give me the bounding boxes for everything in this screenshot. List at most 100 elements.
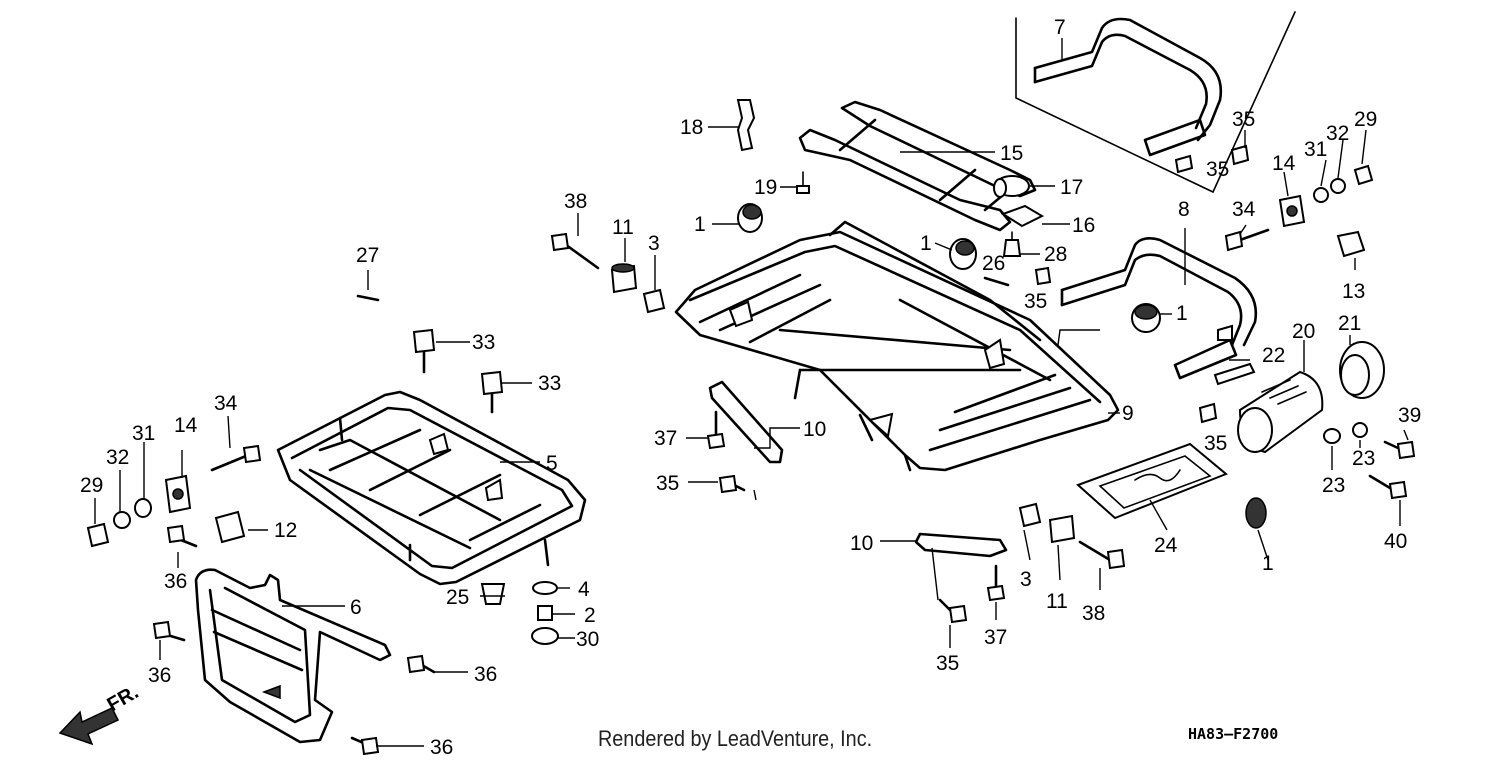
part-21-cap[interactable]: [1339, 341, 1385, 399]
part-35-bolt-mid[interactable]: [1034, 266, 1052, 286]
part-1-rubber-mount-a[interactable]: [737, 203, 763, 233]
part-3-collar-lower[interactable]: [1018, 502, 1042, 528]
callout-1: 1: [694, 213, 706, 236]
part-1-reflector[interactable]: [1245, 497, 1267, 529]
part-33-bolt-a[interactable]: [412, 328, 436, 374]
callout-18: 18: [680, 116, 703, 139]
part-35-bolt-stay[interactable]: [718, 474, 746, 494]
part-24-manual[interactable]: [1076, 442, 1228, 520]
callout-17: 17: [1060, 176, 1083, 199]
callout-32: 32: [106, 446, 129, 469]
callout-38: 38: [564, 190, 587, 213]
part-37-bolt-upper[interactable]: [706, 410, 726, 450]
callout-15: 15: [1000, 142, 1023, 165]
part-26-pin[interactable]: [983, 276, 1010, 287]
callout-8: 8: [1178, 198, 1190, 221]
part-32-washer-right[interactable]: [1330, 178, 1346, 194]
part-13-nut[interactable]: [1336, 230, 1366, 258]
part-16-clamp[interactable]: [1000, 204, 1045, 228]
part-14-clip-left[interactable]: [164, 474, 192, 514]
callout-10: 10: [850, 532, 873, 555]
part-20-holder[interactable]: [1237, 370, 1324, 454]
part-7-rear-extension[interactable]: [1033, 17, 1223, 157]
callout-39: 39: [1398, 404, 1421, 427]
part-10-stay-upper[interactable]: [708, 380, 784, 464]
callout-23: 23: [1352, 447, 1375, 470]
part-12-nut-left[interactable]: [214, 510, 246, 544]
part-29-nut-right[interactable]: [1353, 164, 1374, 186]
callout-38: 38: [1082, 602, 1105, 625]
callout-31: 31: [1304, 138, 1327, 161]
part-39-bolt[interactable]: [1383, 440, 1416, 460]
callout-30: 30: [576, 628, 599, 651]
part-5-front-carrier[interactable]: [276, 390, 587, 586]
part-36-bolt-b[interactable]: [152, 620, 186, 642]
callout-36: 36: [164, 570, 187, 593]
part-22-plate[interactable]: [1213, 362, 1256, 386]
part-34-bolt-right[interactable]: [1224, 228, 1270, 252]
part-28-nut[interactable]: [1002, 231, 1022, 257]
part-11-collar-left[interactable]: [610, 263, 638, 294]
callout-3: 3: [648, 232, 660, 255]
part-10-stay-lower[interactable]: [914, 532, 1008, 558]
part-18-strap-hook[interactable]: [736, 99, 756, 152]
part-33-bolt-b[interactable]: [480, 370, 504, 414]
part-1-rubber-mount-c[interactable]: [1131, 303, 1161, 333]
part-15-rack-bar[interactable]: [798, 100, 1037, 232]
part-34-bolt-left[interactable]: [210, 444, 262, 472]
part-14-clip-right[interactable]: [1278, 194, 1306, 228]
part-35-bolt-right-lower[interactable]: [1198, 402, 1218, 424]
callout-35: 35: [1232, 108, 1255, 131]
part-2-collar[interactable]: [537, 605, 553, 621]
callout-10: 10: [803, 418, 826, 441]
part-31-washer-left[interactable]: [134, 498, 152, 518]
part-8-side-bar[interactable]: [1060, 237, 1258, 380]
callout-1: 1: [920, 232, 932, 255]
callout-9: 9: [1122, 402, 1134, 425]
part-27-pin[interactable]: [356, 294, 380, 302]
part-1-rubber-mount-b[interactable]: [949, 238, 977, 270]
part-32-washer-left[interactable]: [113, 511, 131, 529]
part-23-washer-a[interactable]: [1323, 428, 1341, 444]
part-6-front-guard[interactable]: [194, 568, 392, 744]
part-23-washer-b[interactable]: [1352, 422, 1368, 438]
part-9-rear-carrier[interactable]: [674, 220, 1120, 472]
callout-32: 32: [1326, 122, 1349, 145]
callout-37: 37: [654, 427, 677, 450]
part-3-collar-left[interactable]: [642, 288, 666, 314]
part-31-washer-right[interactable]: [1313, 187, 1329, 203]
callout-26: 26: [982, 252, 1005, 275]
callouts: 7 35 35 18 15 19 17 16 1 1 26 28 35 1 8 …: [80, 16, 1421, 759]
part-35-bolt-inset-b[interactable]: [1230, 144, 1250, 166]
callout-6: 6: [350, 596, 362, 619]
part-35-bolt-lower[interactable]: [938, 598, 968, 624]
callout-36: 36: [474, 663, 497, 686]
callout-21: 21: [1338, 312, 1361, 335]
callout-27: 27: [356, 244, 379, 267]
callout-33: 33: [472, 331, 495, 354]
part-36-bolt-d[interactable]: [350, 736, 380, 756]
part-17-collar[interactable]: [993, 175, 1030, 198]
callout-20: 20: [1292, 320, 1315, 343]
part-35-bolt-inset-a[interactable]: [1174, 154, 1194, 174]
part-36-bolt-c[interactable]: [406, 654, 436, 674]
part-38-bolt-lower[interactable]: [1078, 540, 1126, 570]
part-4-washer[interactable]: [532, 581, 558, 595]
callout-35: 35: [936, 652, 959, 675]
part-25-grommet[interactable]: [480, 583, 506, 605]
callout-16: 16: [1072, 214, 1095, 237]
part-11-collar-lower[interactable]: [1048, 514, 1076, 544]
callout-29: 29: [80, 474, 103, 497]
part-36-bolt-a[interactable]: [166, 524, 198, 548]
callout-34: 34: [1232, 198, 1256, 221]
callout-29: 29: [1354, 108, 1377, 131]
part-19-screw[interactable]: [796, 171, 810, 194]
part-38-bolt-left[interactable]: [550, 232, 600, 270]
callout-3: 3: [1020, 568, 1032, 591]
part-30-nut[interactable]: [531, 627, 559, 645]
part-40-bolt[interactable]: [1368, 474, 1408, 500]
part-37-bolt-lower[interactable]: [986, 564, 1006, 602]
part-29-nut-left[interactable]: [86, 522, 110, 548]
callout-1: 1: [1262, 552, 1274, 575]
callout-35: 35: [1204, 432, 1227, 455]
